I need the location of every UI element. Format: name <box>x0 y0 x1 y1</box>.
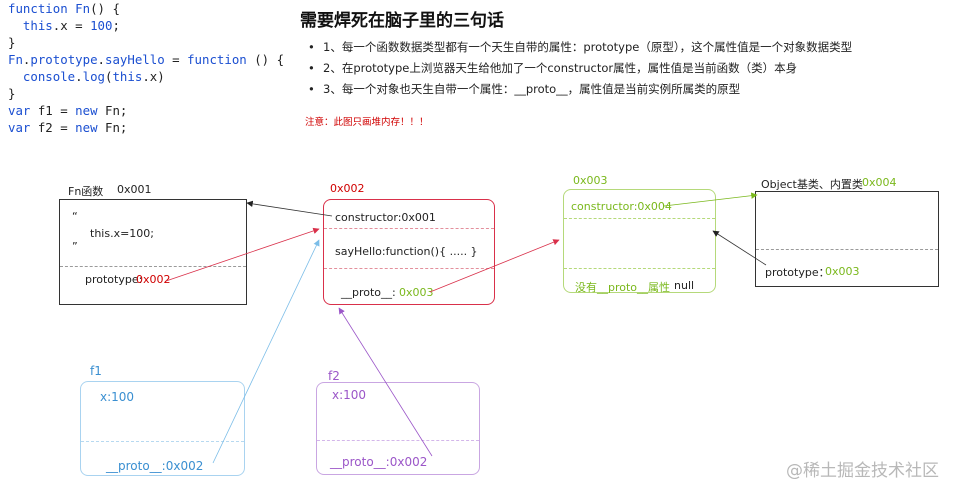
code-token: Fn <box>75 1 91 16</box>
code-token: } <box>8 86 16 101</box>
fn-box-name: Fn函数 <box>68 185 104 198</box>
arrow-proto-to-object-prototype <box>429 239 560 293</box>
code-line: var f2 = new Fn; <box>8 119 284 136</box>
rules-list: 1、每一个函数数据类型都有一个天生自带的属性：prototype（原型），这个属… <box>308 37 852 100</box>
proto-proto-key: __proto__: <box>341 286 396 299</box>
code-token: () { <box>90 1 120 16</box>
divider <box>317 440 479 441</box>
arrow-constructor-to-fn <box>246 200 333 217</box>
arrow-f2-proto <box>338 307 433 457</box>
code-token: f2 = <box>30 120 76 135</box>
code-token: function <box>187 52 247 67</box>
code-token: Fn; <box>97 103 128 118</box>
proto-box-addr: 0x002 <box>330 182 365 195</box>
object-prototype-box: constructor:0x004 没有__proto__属性 null <box>563 189 716 294</box>
obj-proto-box-addr: 0x003 <box>573 174 608 187</box>
code-token: this <box>22 18 53 33</box>
arrow-f1-proto <box>212 239 320 464</box>
code-token: function <box>8 1 68 16</box>
rule-item: 3、每一个对象也天生自带一个属性：__proto__，属性值是当前实例所属类的原… <box>308 79 852 100</box>
code-token: Fn; <box>97 120 128 135</box>
code-token: var <box>8 120 31 135</box>
object-class-box: prototype： 0x003 <box>755 191 939 287</box>
fn-prototype-value: 0x002 <box>136 273 171 286</box>
object-box-addr: 0x004 <box>862 176 897 189</box>
rule-item: 1、每一个函数数据类型都有一个天生自带的属性：prototype（原型），这个属… <box>308 37 852 58</box>
code-token: . <box>97 52 105 67</box>
code-token: Fn <box>8 52 23 67</box>
code-line: var f1 = new Fn; <box>8 102 284 119</box>
code-token: f1 = <box>30 103 76 118</box>
obj-proto-no-proto: 没有__proto__属性 <box>575 281 671 294</box>
divider <box>324 228 494 229</box>
code-token: ( <box>105 69 113 84</box>
arrow-constructor-to-object <box>663 192 758 207</box>
f2-label: f2 <box>328 369 340 383</box>
obj-proto-null: null <box>674 279 695 292</box>
fn-quote-open: “ <box>72 210 78 223</box>
code-token: console <box>22 69 76 84</box>
proto-proto-value: 0x003 <box>399 286 434 299</box>
code-token: .x = <box>52 18 91 33</box>
arrow-prototype-to-proto-box <box>165 227 320 282</box>
code-token: log <box>82 69 105 84</box>
code-token: sayHello <box>105 52 165 67</box>
divider <box>60 266 246 267</box>
f2-instance-box: x:100 __proto__:0x002 <box>316 382 480 475</box>
f1-instance-box: x:100 __proto__:0x002 <box>80 381 245 476</box>
code-line: console.log(this.x) <box>8 68 284 85</box>
divider <box>564 268 715 269</box>
divider <box>324 268 494 269</box>
fn-prototype-key: prototype: <box>85 273 143 286</box>
code-token: . <box>75 69 83 84</box>
rule-item: 2、在prototype上浏览器天生给他加了一个constructor属性，属性… <box>308 58 852 79</box>
code-token: () { <box>246 52 285 67</box>
code-line: this.x = 100; <box>8 17 284 34</box>
page-title: 需要焊死在脑子里的三句话 <box>300 11 504 31</box>
f1-proto: __proto__:0x002 <box>106 459 204 473</box>
code-line: function Fn() { <box>8 0 284 17</box>
code-token: var <box>8 103 31 118</box>
arrow-object-prototype-to-proto <box>712 230 767 266</box>
fn-box-addr: 0x001 <box>117 183 152 196</box>
code-line: } <box>8 85 284 102</box>
f2-x-prop: x:100 <box>332 388 367 402</box>
fn-quote-close: ” <box>72 240 78 253</box>
code-token: new <box>75 120 98 135</box>
f2-proto: __proto__:0x002 <box>330 455 428 469</box>
fn-heap-box: “ this.x=100; ” prototype: 0x002 <box>59 199 247 305</box>
fn-body: this.x=100; <box>90 227 154 240</box>
proto-constructor: constructor:0x001 <box>335 211 436 224</box>
watermark: @稀土掘金技术社区 <box>786 461 939 481</box>
divider <box>756 249 938 250</box>
code-token: } <box>8 35 16 50</box>
code-token: new <box>75 103 98 118</box>
code-token: ; <box>112 18 120 33</box>
code-token: this <box>112 69 143 84</box>
divider <box>81 441 244 442</box>
obj-proto-constructor: constructor:0x004 <box>571 200 672 213</box>
code-token: 100 <box>90 18 113 33</box>
code-token: . <box>22 52 31 67</box>
object-prototype-value: 0x003 <box>825 265 860 278</box>
code-token: prototype <box>30 52 98 67</box>
code-token: = <box>164 52 188 67</box>
code-line: } <box>8 34 284 51</box>
warning-note: 注意：此图只画堆内存！！！ <box>305 117 429 128</box>
divider <box>564 218 715 219</box>
code-token: .x) <box>142 69 165 84</box>
object-prototype-key: prototype： <box>765 266 830 279</box>
f1-x-prop: x:100 <box>100 390 135 404</box>
object-box-name: Object基类、内置类 <box>761 178 863 191</box>
f1-label: f1 <box>90 364 102 378</box>
code-block: function Fn() { this.x = 100; } Fn.proto… <box>8 0 284 136</box>
proto-sayhello: sayHello:function(){ ..... } <box>335 245 478 258</box>
code-line: Fn.prototype.sayHello = function () { <box>8 51 284 68</box>
fn-prototype-box: constructor:0x001 sayHello:function(){ .… <box>323 199 495 305</box>
